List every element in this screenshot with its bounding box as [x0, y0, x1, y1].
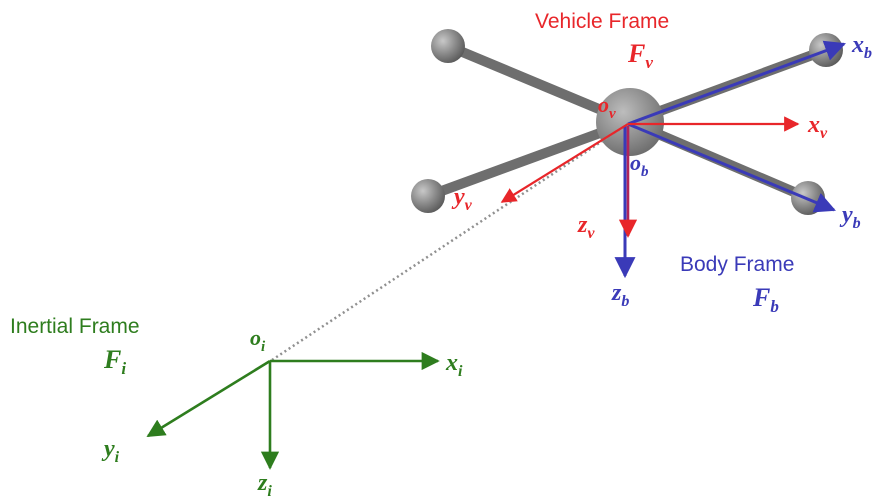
inertial-frame-title: Inertial Frame: [10, 315, 140, 338]
rotor-rear-left: [411, 179, 445, 213]
vehicle-y-axis: [500, 123, 629, 203]
vehicle-y-label: yv: [451, 184, 473, 214]
body-frame-title: Body Frame: [680, 253, 794, 276]
inertial-origin-label: oi: [250, 325, 266, 355]
inertial-z-label: zi: [257, 470, 272, 500]
vehicle-frame-title: Vehicle Frame: [535, 10, 669, 33]
vehicle-frame-symbol: Fv: [627, 39, 653, 72]
body-z-label: zb: [611, 280, 629, 310]
vehicle-origin-label: ov: [598, 92, 616, 122]
inertial-frame-axes: [146, 351, 440, 470]
position-vector-line: [271, 122, 629, 362]
body-y-axis: [627, 122, 836, 213]
rotor-front-left: [431, 29, 465, 63]
vehicle-frame-axes: [500, 116, 800, 238]
inertial-x-label: xi: [445, 350, 463, 380]
body-x-label: xb: [851, 32, 872, 62]
vehicle-x-label: xv: [807, 112, 828, 142]
body-y-label: yb: [839, 202, 861, 232]
arm-rear-left: [423, 117, 635, 201]
body-frame-symbol: Fb: [752, 283, 779, 316]
vehicle-z-label: zv: [577, 212, 595, 242]
body-frame-axes: [614, 40, 846, 279]
body-origin-label: ob: [630, 150, 649, 180]
body-x-axis: [627, 40, 846, 126]
inertial-y-axis: [146, 359, 271, 438]
inertial-y-label: yi: [101, 436, 120, 466]
inertial-frame-symbol: Fi: [103, 345, 126, 378]
